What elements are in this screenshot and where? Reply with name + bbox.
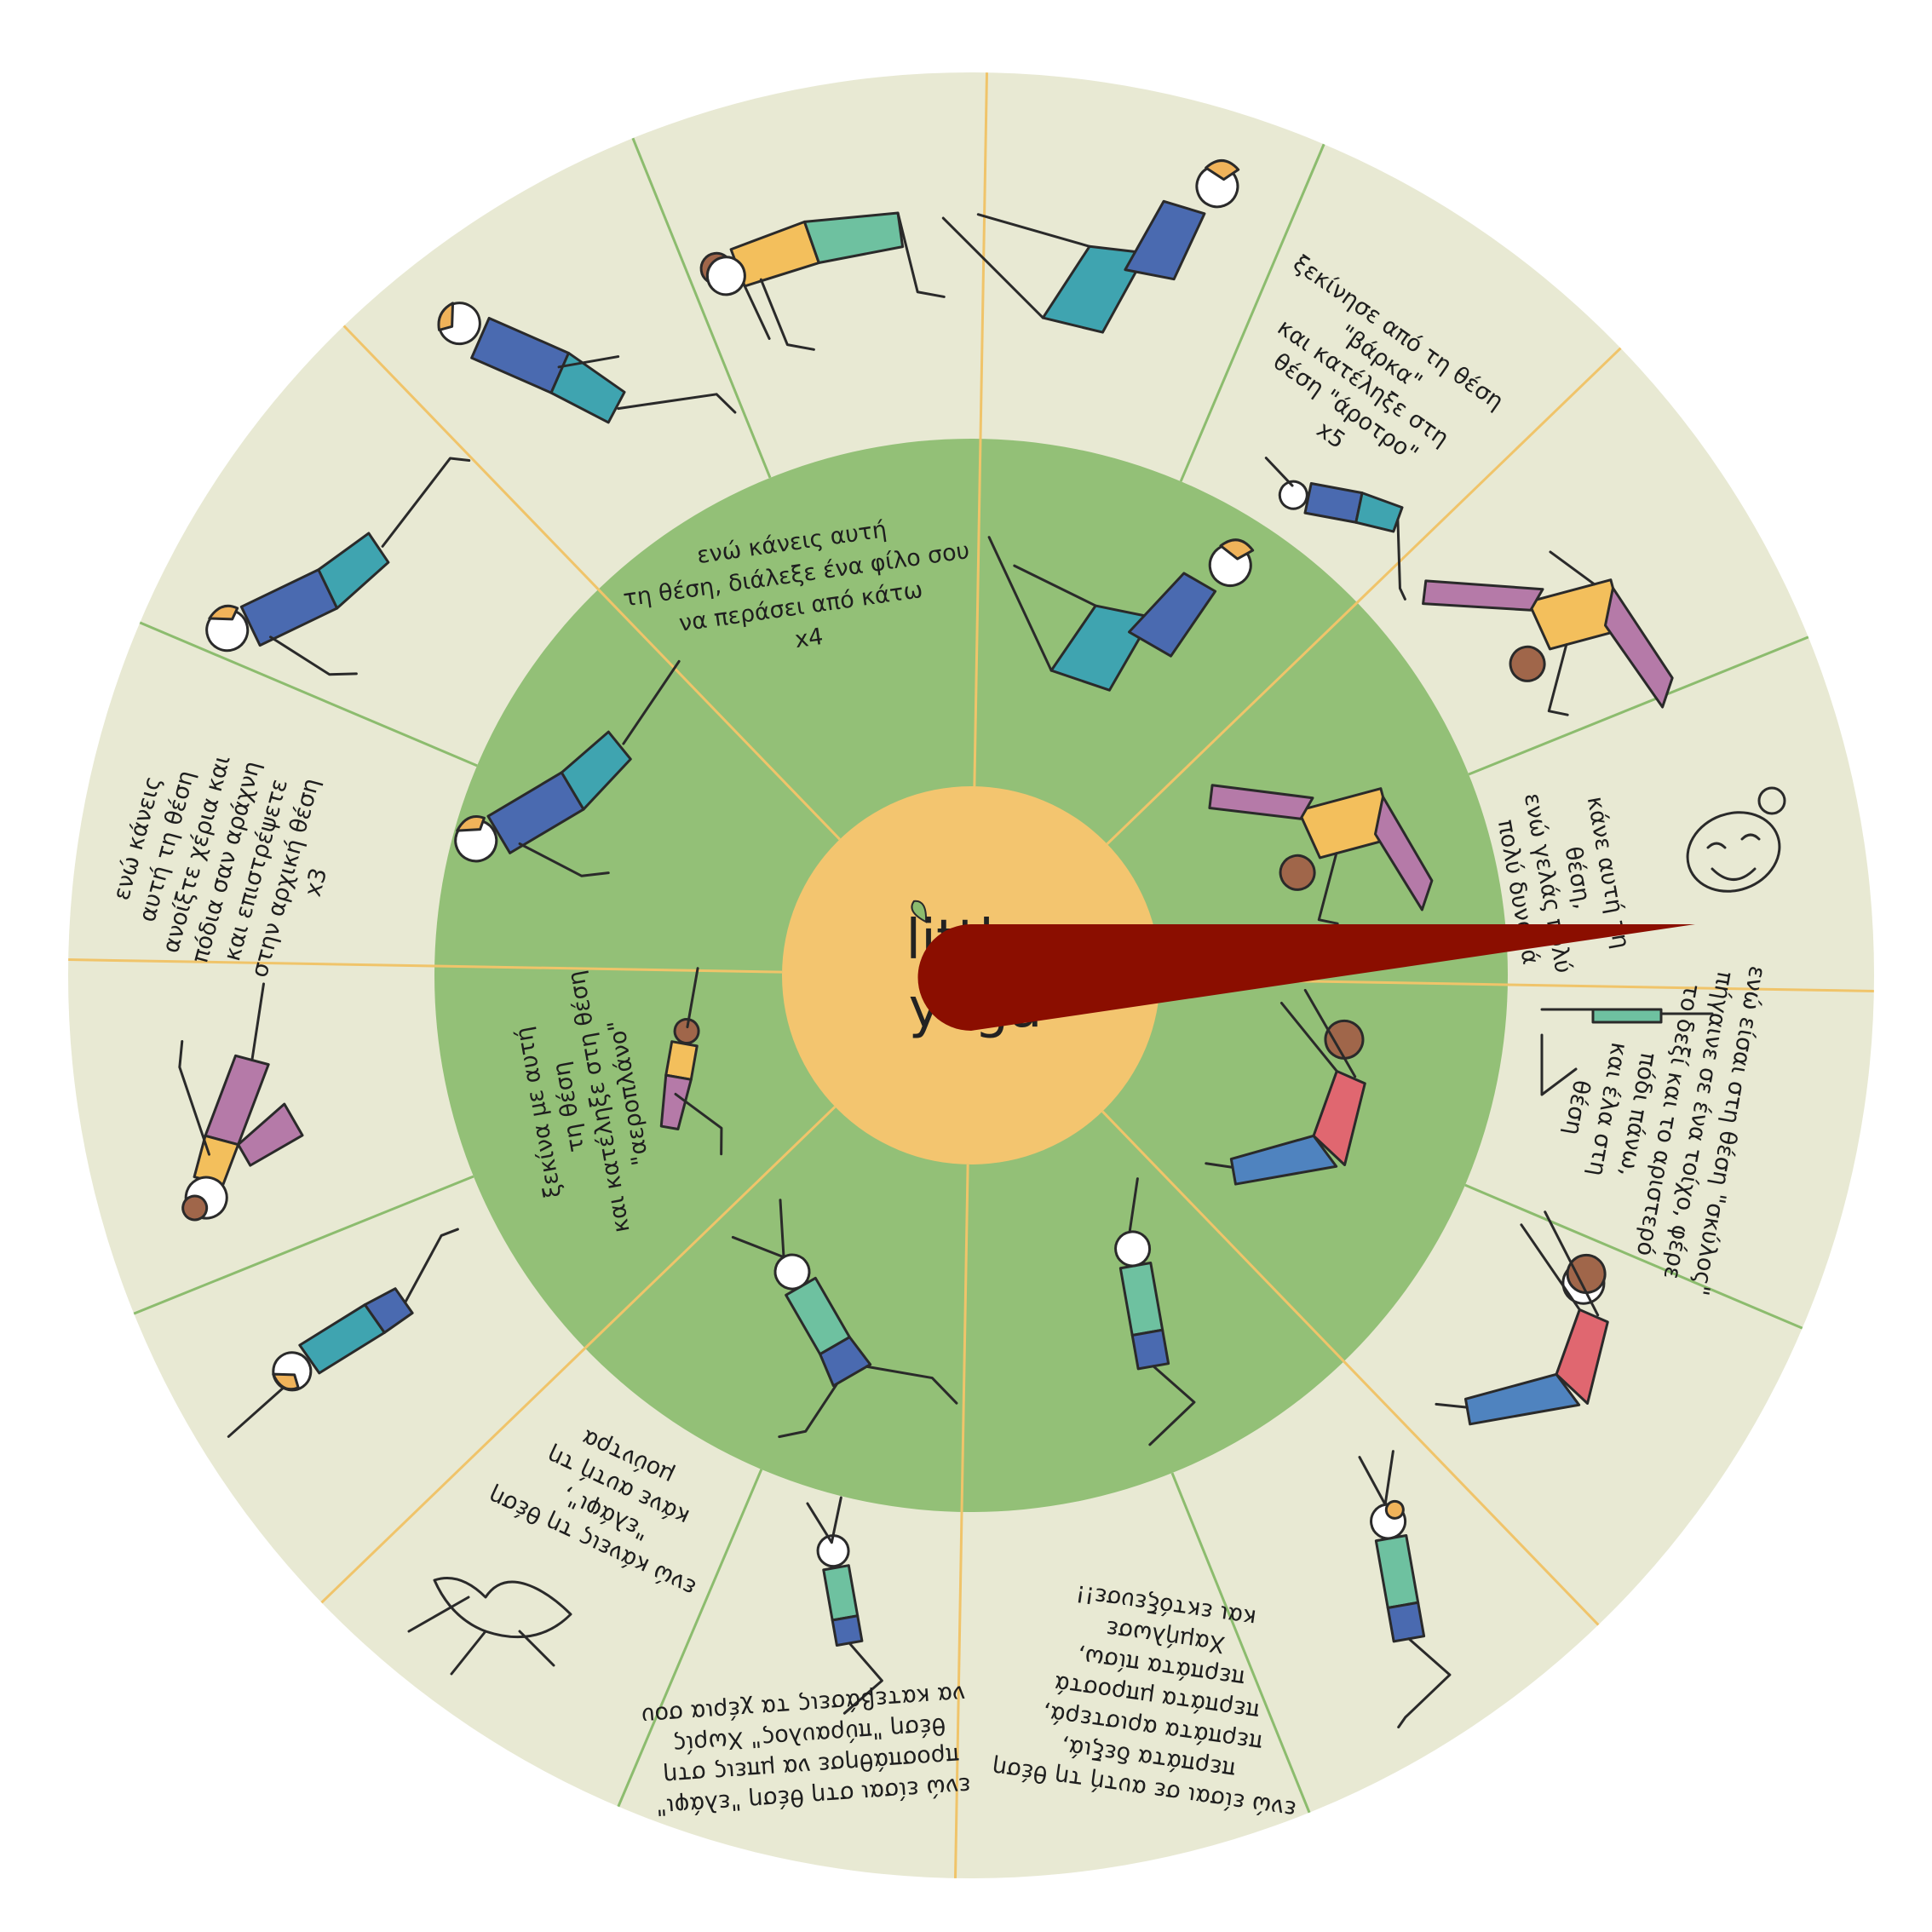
pose-seated-twist-figure bbox=[178, 982, 304, 1222]
inner-divider bbox=[434, 964, 783, 974]
pose-hand-gesture-figure bbox=[407, 1577, 572, 1676]
outer-divider bbox=[320, 1347, 586, 1604]
outer-ring-dividers bbox=[68, 72, 1874, 1878]
spinner-pointer[interactable] bbox=[917, 924, 1695, 1031]
pose-dog-at-wall-figure bbox=[1540, 1008, 1714, 1096]
inner-divider bbox=[597, 588, 841, 841]
outer-divider bbox=[1179, 143, 1325, 482]
pose-side-stretch-figure bbox=[227, 1228, 459, 1438]
outer-divider bbox=[133, 1175, 474, 1315]
card-7-text: ενώ κάνεις αυτή τη θέση ανοίξτε χέρια κα… bbox=[98, 727, 357, 990]
outer-divider bbox=[954, 1511, 963, 1878]
pose-boat-figure bbox=[941, 159, 1240, 334]
pose-bridge-figure bbox=[699, 211, 946, 351]
outer-divider bbox=[1468, 635, 1809, 776]
outer-divider bbox=[139, 621, 478, 768]
pose-lunge-twist-inner-figure bbox=[1208, 784, 1434, 925]
pose-lunge-twist-figure bbox=[1422, 550, 1674, 716]
pose-plough-small-figure bbox=[1264, 457, 1406, 601]
outer-divider bbox=[1507, 983, 1874, 992]
pose-rocket-figure bbox=[806, 1496, 883, 1715]
outer-divider bbox=[1170, 1472, 1311, 1814]
pose-boat-inner-figure bbox=[987, 536, 1255, 692]
leaf-icon bbox=[911, 900, 928, 923]
pose-laughing-face-figure bbox=[1686, 786, 1786, 893]
inner-divider bbox=[960, 1164, 969, 1512]
inner-divider bbox=[1106, 601, 1359, 845]
inner-divider bbox=[973, 439, 982, 787]
outer-divider bbox=[617, 1469, 763, 1808]
inner-divider bbox=[584, 1106, 837, 1349]
outer-divider bbox=[68, 958, 435, 968]
inner-divider bbox=[1101, 1110, 1345, 1363]
outer-divider bbox=[1356, 347, 1622, 604]
pose-deer-inner-figure bbox=[731, 1199, 958, 1439]
pose-figures bbox=[178, 159, 1786, 1728]
outer-divider bbox=[342, 325, 600, 590]
pose-shoulder-stand-inner-figure bbox=[1114, 1177, 1196, 1446]
pose-airplane-inner-figure bbox=[659, 967, 723, 1156]
pose-cobra-figure bbox=[1435, 1210, 1609, 1426]
pose-leg-raise-inner-figure bbox=[454, 659, 681, 877]
pose-shoulder-stand-figure bbox=[1358, 1450, 1452, 1728]
pose-leg-raise-figure bbox=[205, 457, 471, 676]
outer-divider bbox=[631, 137, 772, 479]
pose-cobra-inner-figure bbox=[1205, 988, 1366, 1186]
pose-plough-figure bbox=[437, 302, 737, 424]
outer-divider bbox=[979, 72, 988, 440]
outer-divider bbox=[1464, 1183, 1803, 1330]
outer-divider bbox=[1343, 1360, 1600, 1626]
